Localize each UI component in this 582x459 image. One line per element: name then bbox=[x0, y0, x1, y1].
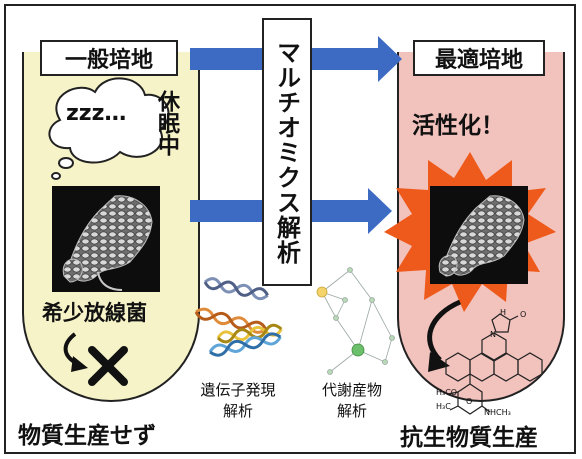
production-arrow-icon bbox=[427, 299, 462, 362]
molecule-atom-label: O bbox=[466, 397, 473, 406]
right-micrograph-image bbox=[430, 186, 528, 284]
activated-label: 活性化！ bbox=[412, 113, 504, 139]
sleep-bubble-text: zzz… bbox=[66, 101, 127, 126]
molecule-atom-label: N bbox=[490, 330, 496, 339]
multiomics-analysis-label: マルチオミクス解析 bbox=[272, 39, 301, 265]
molecule-atom-label: H₃C bbox=[436, 402, 451, 411]
cross-mark-icon bbox=[88, 346, 128, 386]
no-production-label: 物質生産せず bbox=[18, 423, 156, 449]
dna-helix-icon bbox=[194, 277, 283, 357]
metabolite-analysis-label: 代謝産物 解析 bbox=[321, 381, 382, 420]
molecule-atom-label: H₃CO bbox=[436, 388, 458, 397]
thought-bubble-icon bbox=[48, 77, 170, 180]
molecule-atom-label: H bbox=[500, 308, 507, 317]
rare-actinomycete-label: 希少放線菌 bbox=[42, 301, 147, 325]
general-medium-label: 一般培地 bbox=[40, 40, 178, 76]
curved-arrow-head bbox=[71, 356, 88, 372]
multiomics-analysis-box: マルチオミクス解析 bbox=[262, 18, 312, 286]
figure-frame bbox=[4, 4, 576, 454]
antibiotic-production-label: 抗生物質生産 bbox=[400, 425, 538, 451]
optimal-medium-label: 最適培地 bbox=[413, 40, 545, 76]
molecule-atom-label: O bbox=[520, 310, 527, 319]
dormant-label: 休眠中 bbox=[154, 90, 179, 156]
production-arrow-head bbox=[428, 352, 450, 372]
network-graph-icon bbox=[316, 267, 395, 375]
left-micrograph-image bbox=[52, 186, 160, 292]
molecule-structure-icon bbox=[445, 313, 543, 415]
molecule-atom-label: NHCH₃ bbox=[484, 408, 511, 417]
gene-expression-label: 遺伝子発現 解析 bbox=[200, 381, 276, 420]
